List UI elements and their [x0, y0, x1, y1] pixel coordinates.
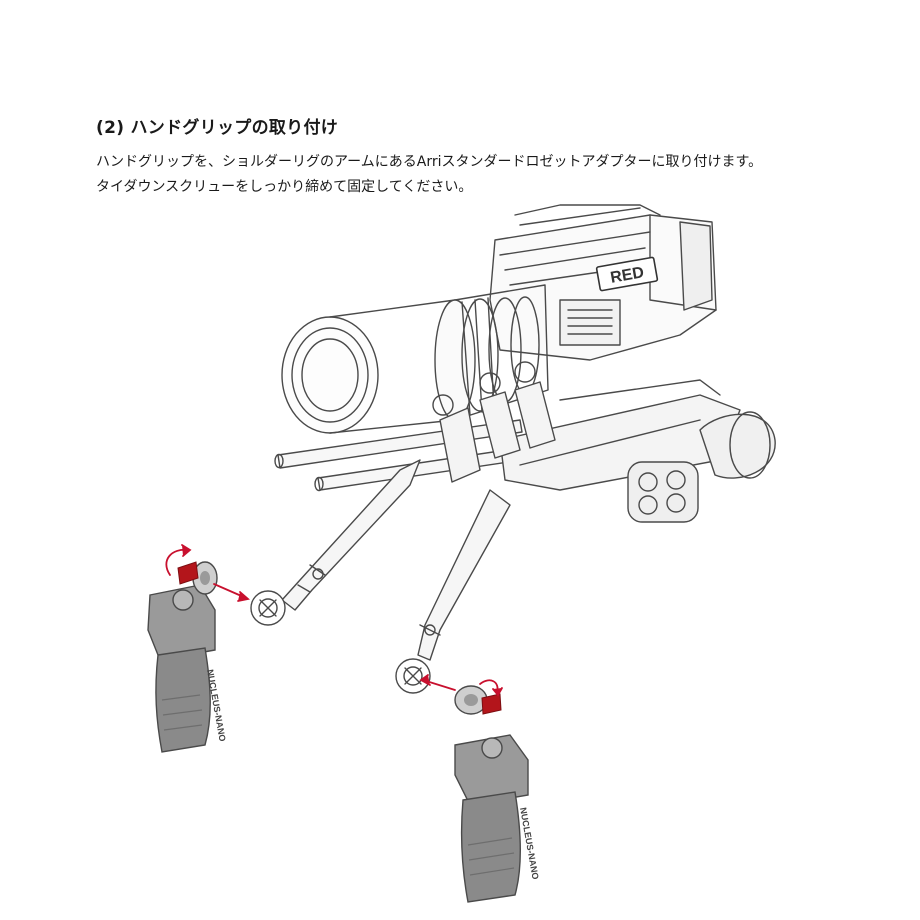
red-badge: RED [595, 256, 659, 292]
instruction-text: ハンドグリップを、ショルダーリグのアームにあるArriスタンダードロゼットアダプ… [96, 150, 856, 200]
left-rosette [250, 590, 286, 626]
right-rosette [395, 658, 431, 694]
lens-motors [432, 361, 556, 483]
left-grip-rosette [192, 561, 218, 595]
right-rotate-arrowhead [492, 687, 503, 697]
right-grip-head [454, 734, 529, 806]
rig-illustration: RED [147, 204, 776, 903]
left-handgrip: NUCLEUS-NANO [147, 561, 228, 753]
instruction-line-1: ハンドグリップを、ショルダーリグのアームにあるArriスタンダードロゼットアダプ… [96, 154, 763, 170]
left-arm [281, 459, 421, 611]
right-handgrip: NUCLEUS-NANO [454, 685, 541, 903]
left-insert-arrowhead [237, 591, 250, 602]
red-badge-text: RED [609, 264, 645, 287]
right-grip-handle [460, 791, 521, 903]
left-grip-head [147, 584, 216, 661]
left-rotate-arrowhead [181, 544, 192, 557]
left-tie-down-screw [177, 561, 199, 585]
right-grip-brand: NUCLEUS-NANO [518, 807, 541, 881]
counterweight [627, 461, 699, 523]
shoulder-pad [699, 411, 776, 479]
section-heading: (2) ハンドグリップの取り付け [96, 118, 339, 138]
instruction-line-2: タイダウンスクリューをしっかり締めて固定してください。 [96, 179, 473, 195]
right-insert-arrowhead [419, 674, 431, 686]
right-arm [417, 489, 511, 661]
right-grip-rosette [454, 685, 488, 715]
right-tie-down-screw [481, 693, 502, 715]
